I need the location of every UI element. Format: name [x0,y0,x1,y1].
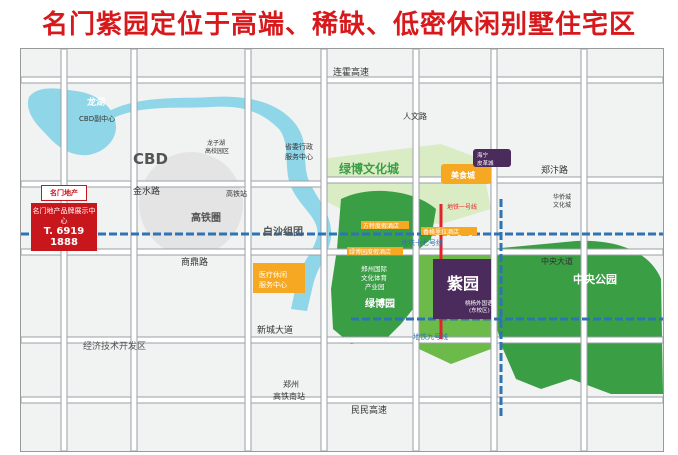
central-park-label: 中央公园 [573,272,617,286]
road-jinshui-label: 金水路 [133,185,160,197]
gaotie-south-label-2: 高铁南站 [273,391,305,401]
zhengzhou-intl-label-1: 郑州国际 [361,264,388,273]
medical-label-1: 医疗休闲 [259,270,287,279]
page-title: 名门紫园定位于高端、稀缺、低密休闲别墅住宅区 [41,10,636,40]
gaotie-circle [139,152,243,256]
longhu-label: 龙湖 [86,96,105,108]
road-network [21,49,663,451]
longhu-lake [27,88,117,156]
cbd-label: CBD [133,150,168,168]
hotel-2-block [347,247,403,255]
meishi-label: 美食城 [451,170,475,180]
medical-block [253,263,305,293]
road-v3 [244,49,252,451]
hotel-1-label: 方特度假酒店 [363,222,399,230]
jingkai-label: 经济技术开发区 [83,340,146,352]
road-zhongyang-label: 中央大道 [541,256,573,266]
longzi-label-1: 龙子湖 [207,139,225,147]
gaotie-south-label-1: 郑州 [283,379,299,389]
gaotie-station-label: 高铁站 [226,189,247,198]
project-block [433,259,491,319]
project-name: 紫园 [447,274,479,293]
metro-line17-label: 地铁十七号线 [401,238,443,247]
sales-box: 名门地产品牌展示中心 T. 6919 1888 [31,203,97,251]
road-minsheng [21,396,663,404]
river-north [109,96,332,312]
haining-label: 海宁 [477,151,489,159]
sales-label: 名门地产品牌展示中心 [32,207,96,225]
hotel-2-label: 绿博园度假酒店 [349,248,391,256]
sales-center-card: 名门地产 名门地产品牌展示中心 T. 6919 1888 [31,185,97,251]
road-v5 [412,49,420,451]
road-shangding-label: 商鼎路 [181,256,208,268]
metro-line1-label: 地铁一号线 [447,203,477,211]
project-sub-1: 桃杨外国语 [465,299,493,307]
map-frame: 紫园 桃杨外国语 (东校区) 美食城 海宁 皮革城 方特度假酒店 绿博园度假酒店… [20,48,664,452]
gov-center-label-2: 服务中心 [285,152,313,161]
sales-logo: 名门地产 [41,185,87,201]
huayang-label-1: 华侨城 [553,193,571,201]
longzi-label-2: 高校园区 [205,147,229,155]
central-park-area [491,240,663,394]
medical-label-2: 服务中心 [259,280,287,289]
road-minsheng-label: 民民高速 [351,404,387,416]
haining-label-2: 皮革城 [477,159,494,167]
zhengzhou-intl-label-3: 产业园 [365,282,385,291]
road-xincheng-label: 新城大道 [257,324,293,336]
location-map: 紫园 桃杨外国语 (东校区) 美食城 海宁 皮革城 方特度假酒店 绿博园度假酒店… [21,49,663,451]
road-v4 [320,49,328,451]
lvbo-park-label: 绿博园 [365,297,395,310]
hotel-3-label: 香格里拉酒店 [423,228,459,236]
road-renwen-label: 人文路 [403,111,427,121]
huayang-label-2: 文化城 [553,201,571,209]
road-v2 [130,49,138,451]
hotel-1-block [361,221,409,229]
road-v6 [490,49,498,451]
hotel-3-block [421,227,477,235]
gov-center-label-1: 省委行政 [285,142,313,151]
baisha-label: 白沙组团 [263,225,303,238]
lvbo-city-label: 绿博文化城 [339,161,399,176]
road-lianhuo [21,76,663,84]
project-sub-2: (东校区) [469,306,490,314]
road-shangding [21,248,663,256]
gaotie-quan-label: 高铁圈 [191,211,221,224]
road-lianhuo-label: 连霍高速 [333,66,369,78]
meishi-block [441,164,491,184]
lvbo-park-area [331,190,436,344]
road-xincheng [21,336,663,344]
metro-line9-label: 地铁九号线 [413,332,448,341]
zhengzhou-intl-label-2: 文化体育 [361,273,388,282]
sales-phone: T. 6919 1888 [43,226,85,248]
road-v7 [580,49,588,451]
cbd-sub-label: CBD副中心 [79,114,115,123]
haining-block [473,149,511,167]
road-zhengbian-label: 郑汴路 [541,164,568,176]
